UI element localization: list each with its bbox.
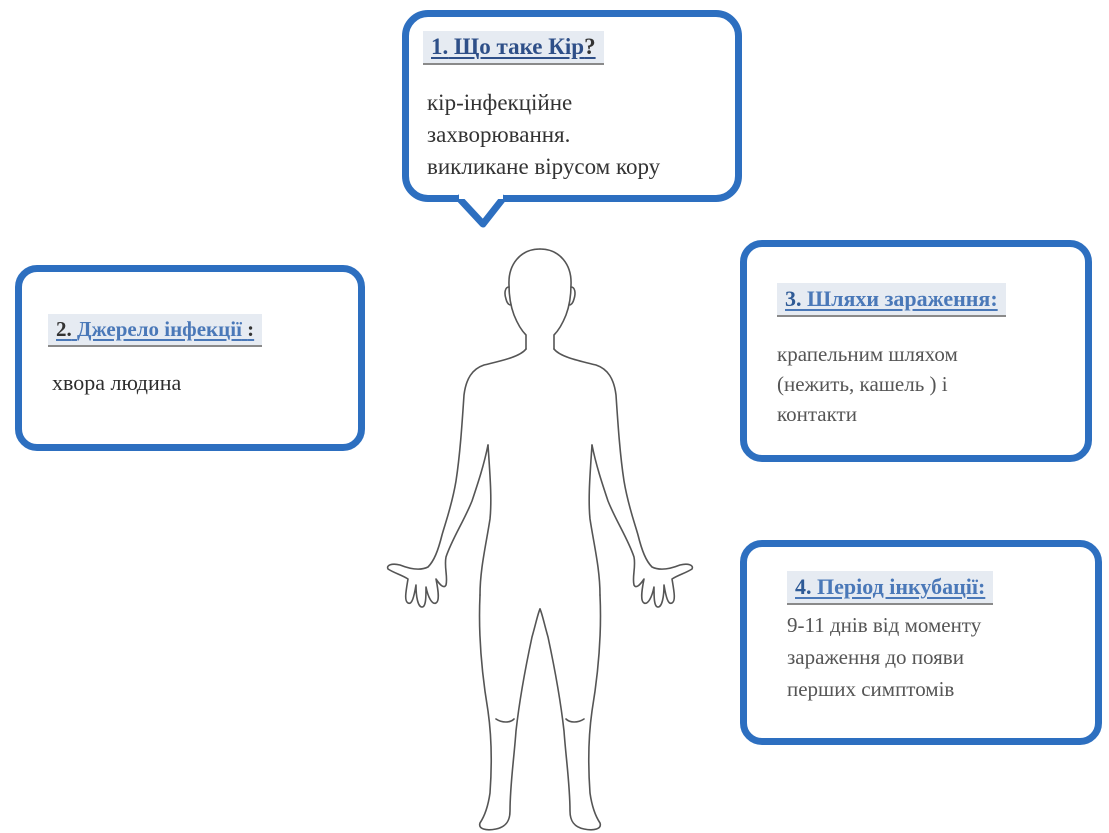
card-line: контакти [777,399,1077,429]
card-body: 9-11 днів від моменту зараження до появи… [787,609,1087,705]
card-line: зараження до появи [787,641,1087,673]
card-number: 3. [785,286,802,311]
card-title: 4. Період інкубації: [787,571,993,605]
card-what-is-measles: 1. Що таке Кір? кір-інфекційне захворюва… [402,10,742,202]
card-body: кір-інфекційне захворювання. викликане в… [427,87,737,183]
card-body: хвора людина [52,367,181,399]
card-line: захворювання. [427,119,737,151]
speech-bubble-pointer [455,194,545,234]
card-title-text: Шляхи зараження: [807,286,998,311]
card-line: (нежить, кашель ) і [777,369,1077,399]
card-number: 2. [56,317,72,341]
card-line: викликане вірусом кору [427,151,737,183]
card-title: 1. Що таке Кір? [423,31,604,65]
card-title-tail: : [247,317,254,341]
card-line: кір-інфекційне [427,87,737,119]
card-title-tail: ? [584,34,596,59]
card-line: хвора людина [52,367,181,399]
human-body-outline-icon [380,245,700,833]
card-body: крапельним шляхом (нежить, кашель ) і ко… [777,339,1077,429]
card-title: 2. Джерело інфекції : [48,314,262,347]
card-title-text: Джерело інфекції [77,317,242,341]
card-title: 3. Шляхи зараження: [777,283,1006,317]
card-title-text: Що таке Кір [454,34,584,59]
card-line: крапельним шляхом [777,339,1077,369]
card-number: 4. [795,574,812,599]
card-infection-source: 2. Джерело інфекції : хвора людина [15,265,365,451]
card-title-text: Період інкубації: [817,574,985,599]
card-line: перших симптомів [787,673,1087,705]
card-transmission-routes: 3. Шляхи зараження: крапельним шляхом (н… [740,240,1092,462]
card-incubation-period: 4. Період інкубації: 9-11 днів від момен… [740,540,1102,745]
card-number: 1. [431,34,448,59]
card-line: 9-11 днів від моменту [787,609,1087,641]
